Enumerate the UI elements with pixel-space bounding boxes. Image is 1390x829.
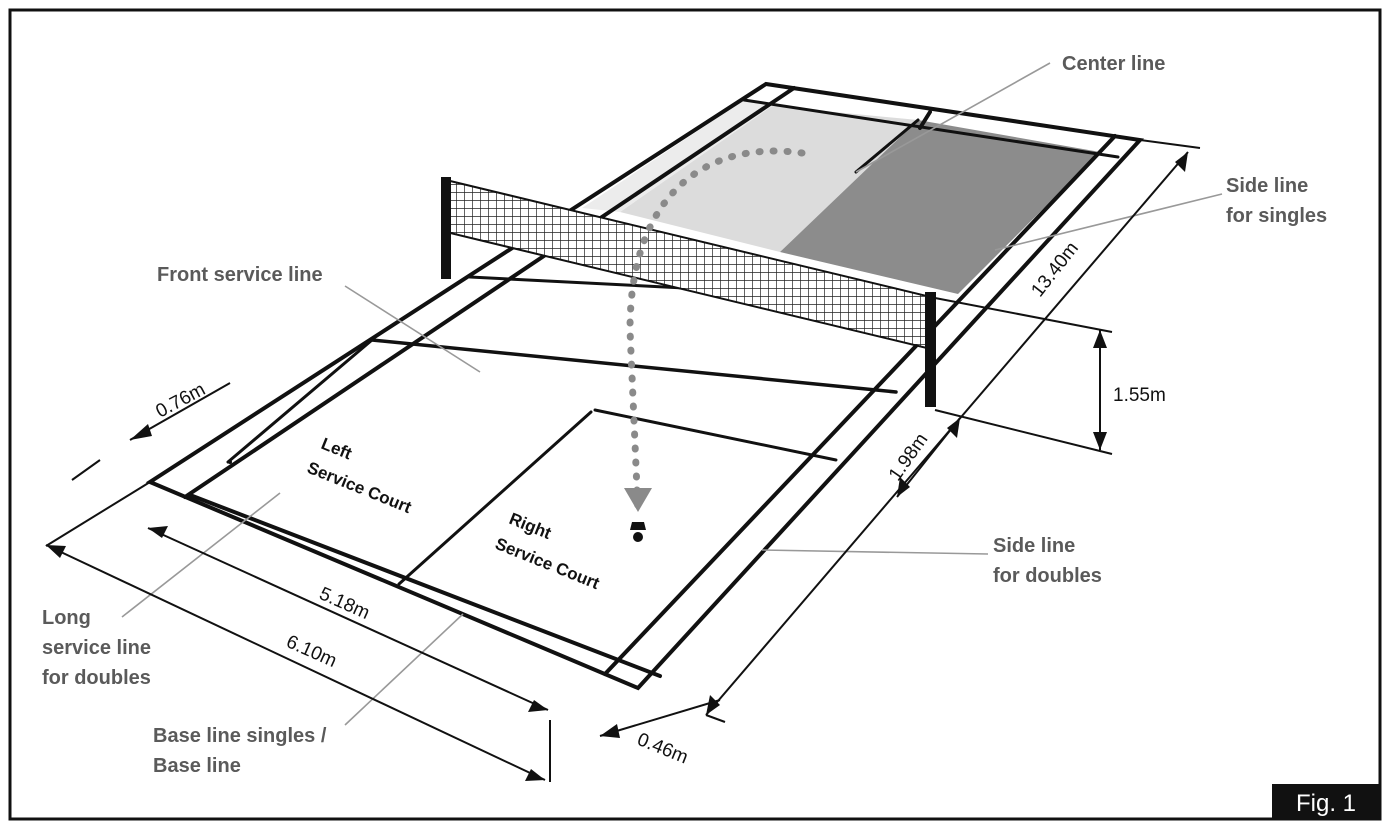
- dim-doubles-width: 6.10m: [283, 631, 340, 672]
- label-front-service-line: Front service line: [157, 264, 323, 286]
- label-base-line-2: Base line: [153, 755, 241, 777]
- side-line-singles-right: [603, 134, 1117, 676]
- figure-border: [8, 8, 1382, 821]
- shade-alley: [582, 100, 772, 212]
- dimension-arrowheads: [46, 152, 1188, 781]
- figure-tag-label: Fig. 1: [1296, 790, 1356, 817]
- dim-alley: 0.76m: [152, 379, 208, 422]
- label-left-court-2: Service Court: [305, 458, 415, 517]
- shuttlecock-icon: [630, 522, 646, 542]
- label-right-court-2: Service Court: [493, 534, 603, 593]
- net-post-right: [925, 292, 936, 407]
- label-side-line-doubles-2: for doubles: [993, 565, 1102, 587]
- label-side-line-singles-2: for singles: [1226, 205, 1327, 227]
- label-right-court-1: Right: [507, 509, 555, 543]
- shuttle-trajectory: [626, 147, 806, 516]
- trajectory-arrowhead: [624, 488, 652, 512]
- dim-net-height: 1.55m: [1113, 385, 1166, 406]
- dim-back-alley: 0.46m: [634, 729, 691, 768]
- label-base-line-1: Base line singles /: [153, 725, 327, 747]
- shade-dark-far-right: [780, 120, 1100, 294]
- dimension-lines: [45, 139, 1201, 782]
- label-side-line-doubles-1: Side line: [993, 535, 1075, 557]
- shade-light-far-left: [620, 106, 918, 252]
- label-center-line: Center line: [1062, 53, 1165, 75]
- net-post-left: [441, 177, 451, 279]
- side-line-singles-left: [183, 86, 796, 499]
- label-long-service-3: for doubles: [42, 667, 151, 689]
- figure-tag: [1272, 784, 1380, 819]
- label-left-court-1: Left: [319, 434, 355, 463]
- label-leaders: [121, 62, 1223, 726]
- label-long-service-1: Long: [42, 607, 91, 629]
- dim-short-service: 1.98m: [885, 430, 932, 485]
- dim-length: 13.40m: [1027, 238, 1083, 301]
- label-side-line-singles-1: Side line: [1226, 175, 1308, 197]
- label-long-service-2: service line: [42, 637, 151, 659]
